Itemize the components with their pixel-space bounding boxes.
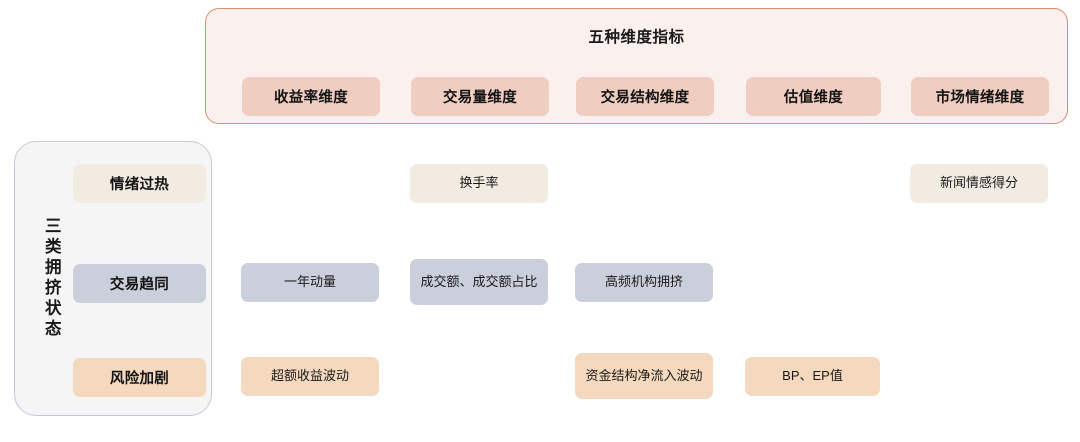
matrix-cell-excess-return-volatility[interactable]: 超额收益波动 — [241, 357, 379, 396]
matrix-cell-hf-institutional-crowding[interactable]: 高频机构拥挤 — [575, 263, 713, 302]
matrix-cell-news-sentiment-score[interactable]: 新闻情感得分 — [910, 164, 1048, 203]
dimensions-panel-title: 五种维度指标 — [588, 29, 685, 46]
dimension-pill-yield[interactable]: 收益率维度 — [242, 77, 380, 116]
dimensions-panel: 五种维度指标 收益率维度 交易量维度 交易结构维度 估值维度 市场情绪维度 — [205, 8, 1068, 124]
matrix-cell-bp-ep-value[interactable]: BP、EP值 — [745, 357, 880, 396]
states-panel: 三类拥挤状态 情绪过热 交易趋同 风险加剧 — [14, 141, 212, 416]
matrix-cell-turnover-rate[interactable]: 换手率 — [410, 164, 548, 203]
states-panel-vertical-label-text: 三类拥挤状态 — [42, 217, 61, 340]
dimension-pill-valuation[interactable]: 估值维度 — [746, 77, 881, 116]
state-box-trading-convergence[interactable]: 交易趋同 — [73, 264, 206, 303]
dimension-pill-structure[interactable]: 交易结构维度 — [576, 77, 714, 116]
dimension-pill-volume[interactable]: 交易量维度 — [411, 77, 549, 116]
state-box-risk-escalation[interactable]: 风险加剧 — [73, 358, 206, 397]
states-panel-vertical-label: 三类拥挤状态 — [29, 142, 73, 415]
matrix-cell-one-year-momentum[interactable]: 一年动量 — [241, 263, 379, 302]
matrix-cell-fund-structure-netflow-volatility[interactable]: 资金结构净流入波动 — [575, 353, 713, 399]
state-box-sentiment-overheat[interactable]: 情绪过热 — [73, 164, 206, 203]
matrix-cell-turnover-amount-share[interactable]: 成交额、成交额占比 — [410, 259, 548, 305]
dimension-pill-sentiment[interactable]: 市场情绪维度 — [911, 77, 1049, 116]
